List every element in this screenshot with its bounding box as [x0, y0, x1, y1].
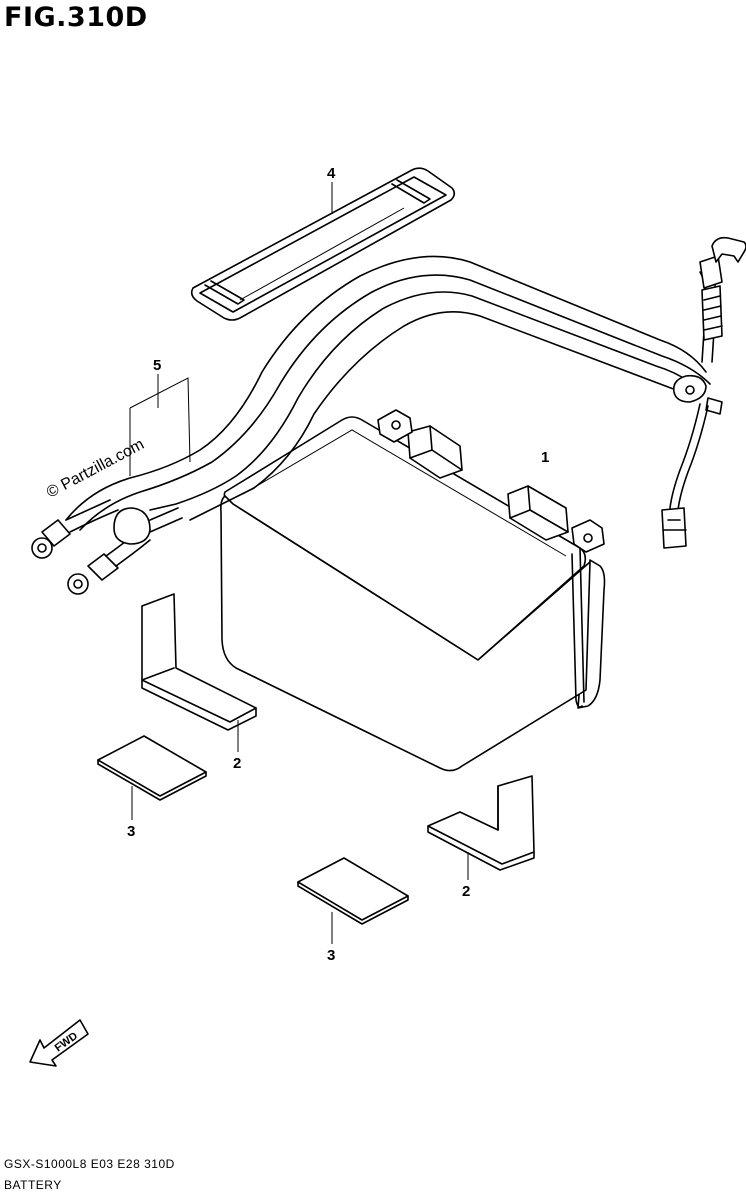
spacer-left[interactable] [141, 593, 257, 731]
battery[interactable] [220, 409, 606, 772]
leader-lines [131, 182, 469, 944]
callout-battery: 1 [541, 449, 549, 466]
wiring-harness[interactable] [31, 236, 746, 595]
figure-title: FIG.310D [4, 2, 148, 33]
model-code: GSX-S1000L8 E03 E28 310D [4, 1157, 175, 1171]
callout-spacer-left: 2 [233, 755, 241, 772]
pad-right[interactable] [297, 857, 409, 925]
callout-harness: 5 [153, 357, 161, 374]
callout-pad-right: 3 [327, 947, 335, 964]
battery-strap[interactable] [190, 167, 456, 321]
pad-left[interactable] [97, 735, 207, 801]
callout-pad-left: 3 [127, 823, 135, 840]
watermark-text: © Partzilla.com [44, 436, 147, 502]
fwd-arrow-icon: FWD [29, 1019, 89, 1067]
callout-spacer-right: 2 [462, 883, 470, 900]
spacer-right[interactable] [427, 775, 535, 871]
figure-subtitle: BATTERY [4, 1178, 62, 1192]
callout-strap: 4 [327, 165, 336, 182]
